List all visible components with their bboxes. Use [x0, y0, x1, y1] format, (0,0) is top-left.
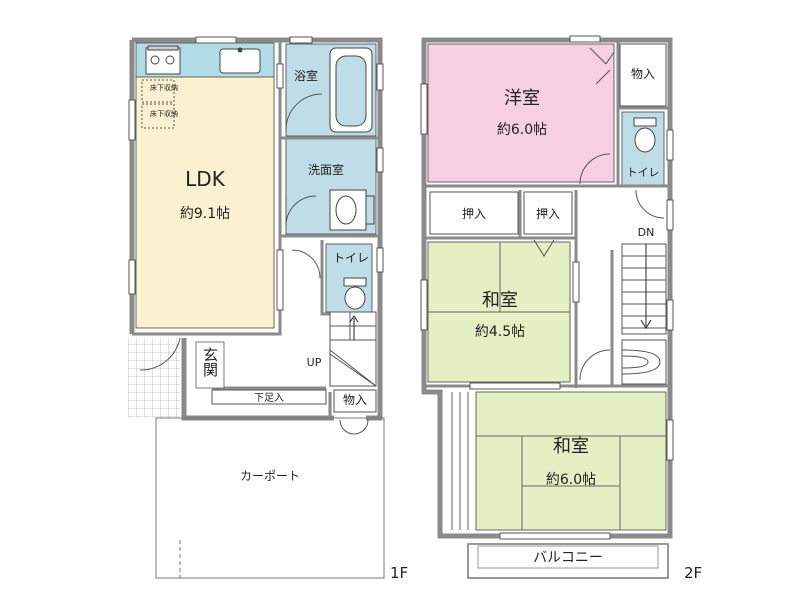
carport — [155, 417, 385, 579]
bath-label: 浴室 — [294, 68, 318, 83]
storage-2f — [619, 43, 667, 107]
balcony — [467, 543, 669, 579]
japanese-room-a-size: 約4.5帖 — [475, 324, 525, 340]
ldk-size: 約9.1帖 — [180, 206, 230, 222]
closet-b — [523, 191, 573, 235]
stair-down-label: DN — [638, 226, 655, 239]
japanese-room-b — [475, 391, 667, 531]
western-room-name: 洋室 — [504, 88, 540, 109]
floor-2-level: 2F — [684, 564, 702, 582]
toilet-bowl-1f — [344, 286, 366, 310]
floor-1-level: 1F — [390, 564, 408, 582]
underfloor-storage-b-label: 床下収納 — [150, 109, 178, 118]
entrance-tile — [128, 338, 180, 418]
closet-a — [429, 191, 519, 235]
japanese-room-a-name: 和室 — [482, 290, 518, 311]
japanese-room-b-name: 和室 — [553, 436, 589, 457]
floor-1: 床下収納 床下収納 — [128, 36, 408, 582]
storage-1f-label: 物入 — [343, 393, 367, 407]
western-room-size: 約6.0帖 — [497, 122, 547, 138]
japanese-room-b-size: 約6.0帖 — [546, 472, 596, 488]
toilet-2f-label: トイレ — [627, 166, 660, 179]
entrance-label: 玄関 — [201, 347, 219, 378]
balcony-label: バルコニー — [533, 550, 603, 566]
carport-label: カーポート — [240, 469, 300, 483]
toilet-1f-label: トイレ — [333, 251, 369, 265]
toilet-bowl-2f — [634, 127, 656, 153]
shoe-storage-label: 下足入 — [254, 392, 284, 404]
floor-2: 洋室 約6.0帖 物入 トイレ 押入 押入 DN 和室 約4.5帖 和室 約6.… — [420, 35, 702, 582]
closet-b-label: 押入 — [536, 207, 560, 221]
ldk-room — [135, 75, 275, 329]
ldk-name: LDK — [185, 167, 226, 191]
closet-a-label: 押入 — [462, 207, 486, 221]
stair-up-label: UP — [307, 356, 322, 369]
underfloor-storage-a-label: 床下収納 — [150, 83, 178, 92]
kitchen-sink — [219, 48, 261, 74]
storage-2f-label: 物入 — [631, 67, 655, 81]
washroom-label: 洗面室 — [308, 162, 344, 177]
storage-1f — [333, 389, 377, 413]
shoe-storage — [211, 389, 327, 405]
western-room — [427, 43, 615, 183]
